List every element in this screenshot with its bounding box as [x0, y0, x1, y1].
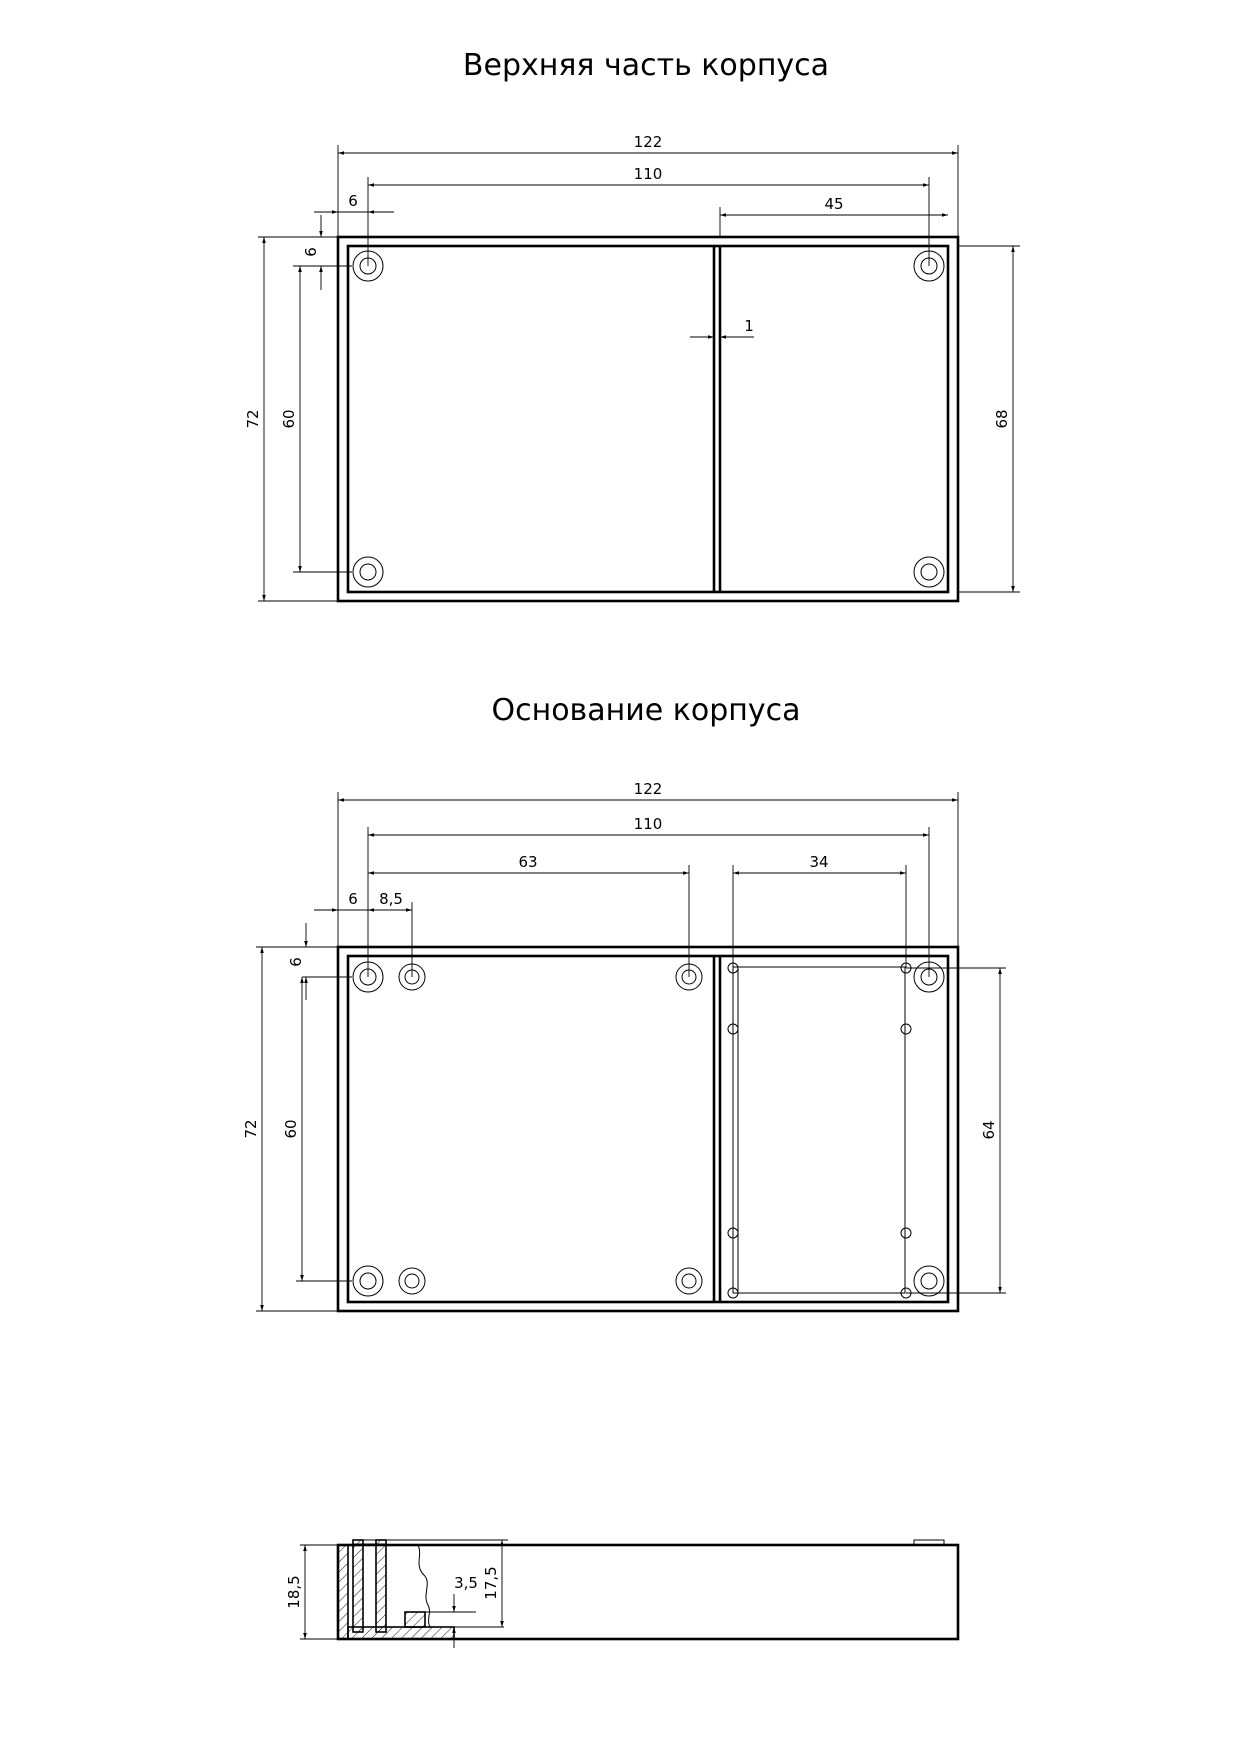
dim-hole-offset-y: 6	[287, 957, 305, 967]
side-view-dimensions: 18,5 17,5 3,5	[285, 1539, 508, 1648]
dim-hole-spacing-x: 110	[634, 815, 663, 833]
dim-compartment-width: 45	[824, 195, 843, 213]
dim-inner-height: 17,5	[482, 1566, 500, 1599]
title-base-view: Основание корпуса	[491, 693, 800, 728]
dim-overall-width: 122	[634, 780, 663, 798]
title-top-view: Верхняя часть корпуса	[463, 48, 829, 83]
dim-mid-hole-x: 63	[518, 853, 537, 871]
dim-hole-spacing-y: 60	[282, 1119, 300, 1138]
top-view-screw-holes	[352, 250, 945, 588]
dim-hole-offset-y: 6	[302, 247, 320, 257]
pcb-board	[727, 962, 912, 1299]
dim-second-hole-x: 8,5	[379, 890, 403, 908]
base-view-dimensions: 122 110 63 34 6 8,5 6 72 60 64	[242, 780, 1006, 1312]
screw-hole-icon	[913, 556, 945, 588]
screw-hole-icon	[398, 1267, 426, 1295]
screw-hole-icon	[675, 1267, 703, 1295]
screw-hole-icon	[913, 1265, 945, 1297]
side-section-view	[336, 1539, 960, 1641]
dim-overall-width: 122	[634, 133, 663, 151]
dim-standoff: 3,5	[454, 1574, 478, 1592]
dim-board-width: 34	[809, 853, 828, 871]
top-view-outline	[336, 235, 960, 603]
dim-divider: 1	[744, 317, 754, 335]
dim-inner-height: 68	[993, 409, 1011, 428]
dim-hole-spacing-x: 110	[634, 165, 663, 183]
dim-side-height: 18,5	[285, 1575, 303, 1608]
base-view-outline	[336, 945, 960, 1313]
dim-board-height: 64	[980, 1120, 998, 1139]
base-view-screw-holes	[352, 961, 945, 1297]
screw-hole-icon	[352, 1265, 384, 1297]
dim-hole-offset-x: 6	[348, 890, 358, 908]
top-view-dimensions: 122 110 45 6 6 1 72 60 68	[244, 133, 1020, 602]
screw-hole-icon	[352, 556, 384, 588]
dim-hole-spacing-y: 60	[280, 409, 298, 428]
dim-overall-height: 72	[244, 409, 262, 428]
dim-overall-height: 72	[242, 1119, 260, 1138]
dim-hole-offset-x: 6	[348, 192, 358, 210]
